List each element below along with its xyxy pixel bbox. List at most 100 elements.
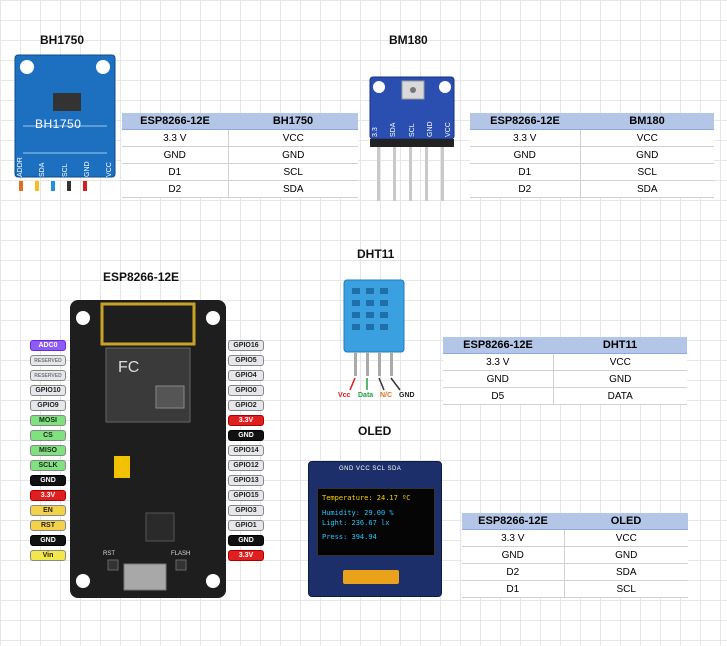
table-header: OLED <box>564 513 688 530</box>
table-cell: VCC <box>228 130 358 147</box>
esp-left-pin: CS <box>30 430 66 441</box>
esp-right-pin: 3.3V <box>228 550 264 561</box>
bh1750-title: BH1750 <box>40 33 84 47</box>
table-cell: D1 <box>122 164 228 181</box>
table-cell: SDA <box>228 181 358 198</box>
oled-line-press: Press: 394.94 <box>322 533 377 541</box>
bm180-pin-gnd: GND <box>427 111 434 137</box>
bh1750-pin-addr: ADDR <box>17 155 24 177</box>
table-row: 3.3 VVCC <box>470 130 714 147</box>
esp-left-pin: MOSI <box>30 415 66 426</box>
esp-title: ESP8266-12E <box>103 270 179 284</box>
bh1750-pin-vcc: VCC <box>106 155 113 177</box>
esp8266-board: FC RST FLASH ADC0 RESERVED RESERVED GPIO… <box>6 298 268 608</box>
table-cell: GND <box>564 547 688 564</box>
table-cell: GND <box>443 371 553 388</box>
table-cell: VCC <box>553 354 687 371</box>
table-row: GNDGND <box>462 547 688 564</box>
table-cell: SCL <box>580 164 714 181</box>
bh1750-pin-table: ESP8266-12E BH1750 3.3 VVCC GNDGND D1SCL… <box>122 113 358 198</box>
table-row: D2SDA <box>462 564 688 581</box>
table-cell: SDA <box>564 564 688 581</box>
bm180-module: 3.3 SDA SCL GND VCC <box>366 75 458 203</box>
esp-right-pin: GND <box>228 535 264 546</box>
table-cell: 3.3 V <box>462 530 564 547</box>
table-cell: VCC <box>564 530 688 547</box>
table-header: ESP8266-12E <box>462 513 564 530</box>
esp-left-pin: RST <box>30 520 66 531</box>
table-header: ESP8266-12E <box>443 337 553 354</box>
bm180-pin-vcc: VCC <box>445 111 452 137</box>
esp-flash-label: FLASH <box>171 551 190 557</box>
oled-header-pins: GND VCC SCL SDA <box>339 466 401 472</box>
table-cell: GND <box>228 147 358 164</box>
table-row: D2SDA <box>470 181 714 198</box>
table-row: GNDGND <box>470 147 714 164</box>
oled-module: GND VCC SCL SDA Temperature: 24.17 ºC Hu… <box>308 461 442 597</box>
table-cell: D1 <box>470 164 580 181</box>
bm180-pin-33: 3.3 <box>372 111 379 137</box>
table-row: 3.3 VVCC <box>122 130 358 147</box>
oled-screen: Temperature: 24.17 ºC Humidity: 29.00 % … <box>317 488 435 556</box>
table-header-row: ESP8266-12E OLED <box>462 513 688 530</box>
esp-left-pin: GND <box>30 475 66 486</box>
oled-ribbon <box>343 570 399 584</box>
esp-right-pin: 3.3V <box>228 415 264 426</box>
bh1750-pin-sda: SDA <box>39 155 46 177</box>
table-header: ESP8266-12E <box>470 113 580 130</box>
bh1750-module: BH1750 ADDR SDA SCL GND VCC <box>13 53 117 193</box>
esp-left-pin: 3.3V <box>30 490 66 501</box>
table-row: D1SCL <box>462 581 688 598</box>
oled-line-humidity: Humidity: 29.00 % <box>322 509 394 517</box>
table-cell: 3.3 V <box>122 130 228 147</box>
esp-right-pin: GPIO16 <box>228 340 264 351</box>
oled-title: OLED <box>358 424 391 438</box>
esp-left-pin: RESERVED <box>30 370 66 381</box>
table-cell: 3.3 V <box>470 130 580 147</box>
esp-left-pin: GPIO10 <box>30 385 66 396</box>
table-cell: D2 <box>470 181 580 198</box>
dht11-pin-nc: N/C <box>380 392 392 399</box>
esp-left-pin: RESERVED <box>30 355 66 366</box>
table-cell: SCL <box>228 164 358 181</box>
esp-right-pin: GPIO5 <box>228 355 264 366</box>
esp-right-pin: GND <box>228 430 264 441</box>
table-cell: GND <box>122 147 228 164</box>
table-header: DHT11 <box>553 337 687 354</box>
table-cell: SDA <box>580 181 714 198</box>
esp-rst-label: RST <box>103 551 115 557</box>
oled-pin-table: ESP8266-12E OLED 3.3 VVCC GNDGND D2SDA D… <box>462 513 688 598</box>
table-cell: D2 <box>462 564 564 581</box>
dht11-pin-table: ESP8266-12E DHT11 3.3 VVCC GNDGND D5DATA <box>443 337 687 405</box>
table-row: D2SDA <box>122 181 358 198</box>
table-row: GNDGND <box>122 147 358 164</box>
oled-line-temperature: Temperature: 24.17 ºC <box>322 494 411 502</box>
esp-right-pin: GPIO3 <box>228 505 264 516</box>
bh1750-pin-gnd: GND <box>84 155 91 177</box>
bh1750-pin-labels: ADDR SDA SCL GND VCC <box>17 155 113 177</box>
esp-left-pin: MISO <box>30 445 66 456</box>
table-header-row: ESP8266-12E BM180 <box>470 113 714 130</box>
esp-left-pin: SCLK <box>30 460 66 471</box>
table-cell: VCC <box>580 130 714 147</box>
table-cell: D5 <box>443 388 553 405</box>
esp-left-pin: Vin <box>30 550 66 561</box>
table-cell: GND <box>462 547 564 564</box>
table-header-row: ESP8266-12E BH1750 <box>122 113 358 130</box>
dht11-pin-data: Data <box>358 392 373 399</box>
table-cell: D2 <box>122 181 228 198</box>
esp-right-pin: GPIO4 <box>228 370 264 381</box>
svg-text:FC: FC <box>118 359 139 376</box>
table-cell: GND <box>580 147 714 164</box>
esp-right-pin: GPIO0 <box>228 385 264 396</box>
esp-right-pin: GPIO14 <box>228 445 264 456</box>
bm180-pin-labels: 3.3 SDA SCL GND VCC <box>372 111 452 137</box>
table-row: D5DATA <box>443 388 687 405</box>
table-row: 3.3 VVCC <box>443 354 687 371</box>
esp-right-pin: GPIO15 <box>228 490 264 501</box>
table-row: GNDGND <box>443 371 687 388</box>
table-cell: 3.3 V <box>443 354 553 371</box>
bh1750-chip-label: BH1750 <box>35 117 81 131</box>
table-header: BH1750 <box>228 113 358 130</box>
dht11-pin-gnd: GND <box>399 392 415 399</box>
